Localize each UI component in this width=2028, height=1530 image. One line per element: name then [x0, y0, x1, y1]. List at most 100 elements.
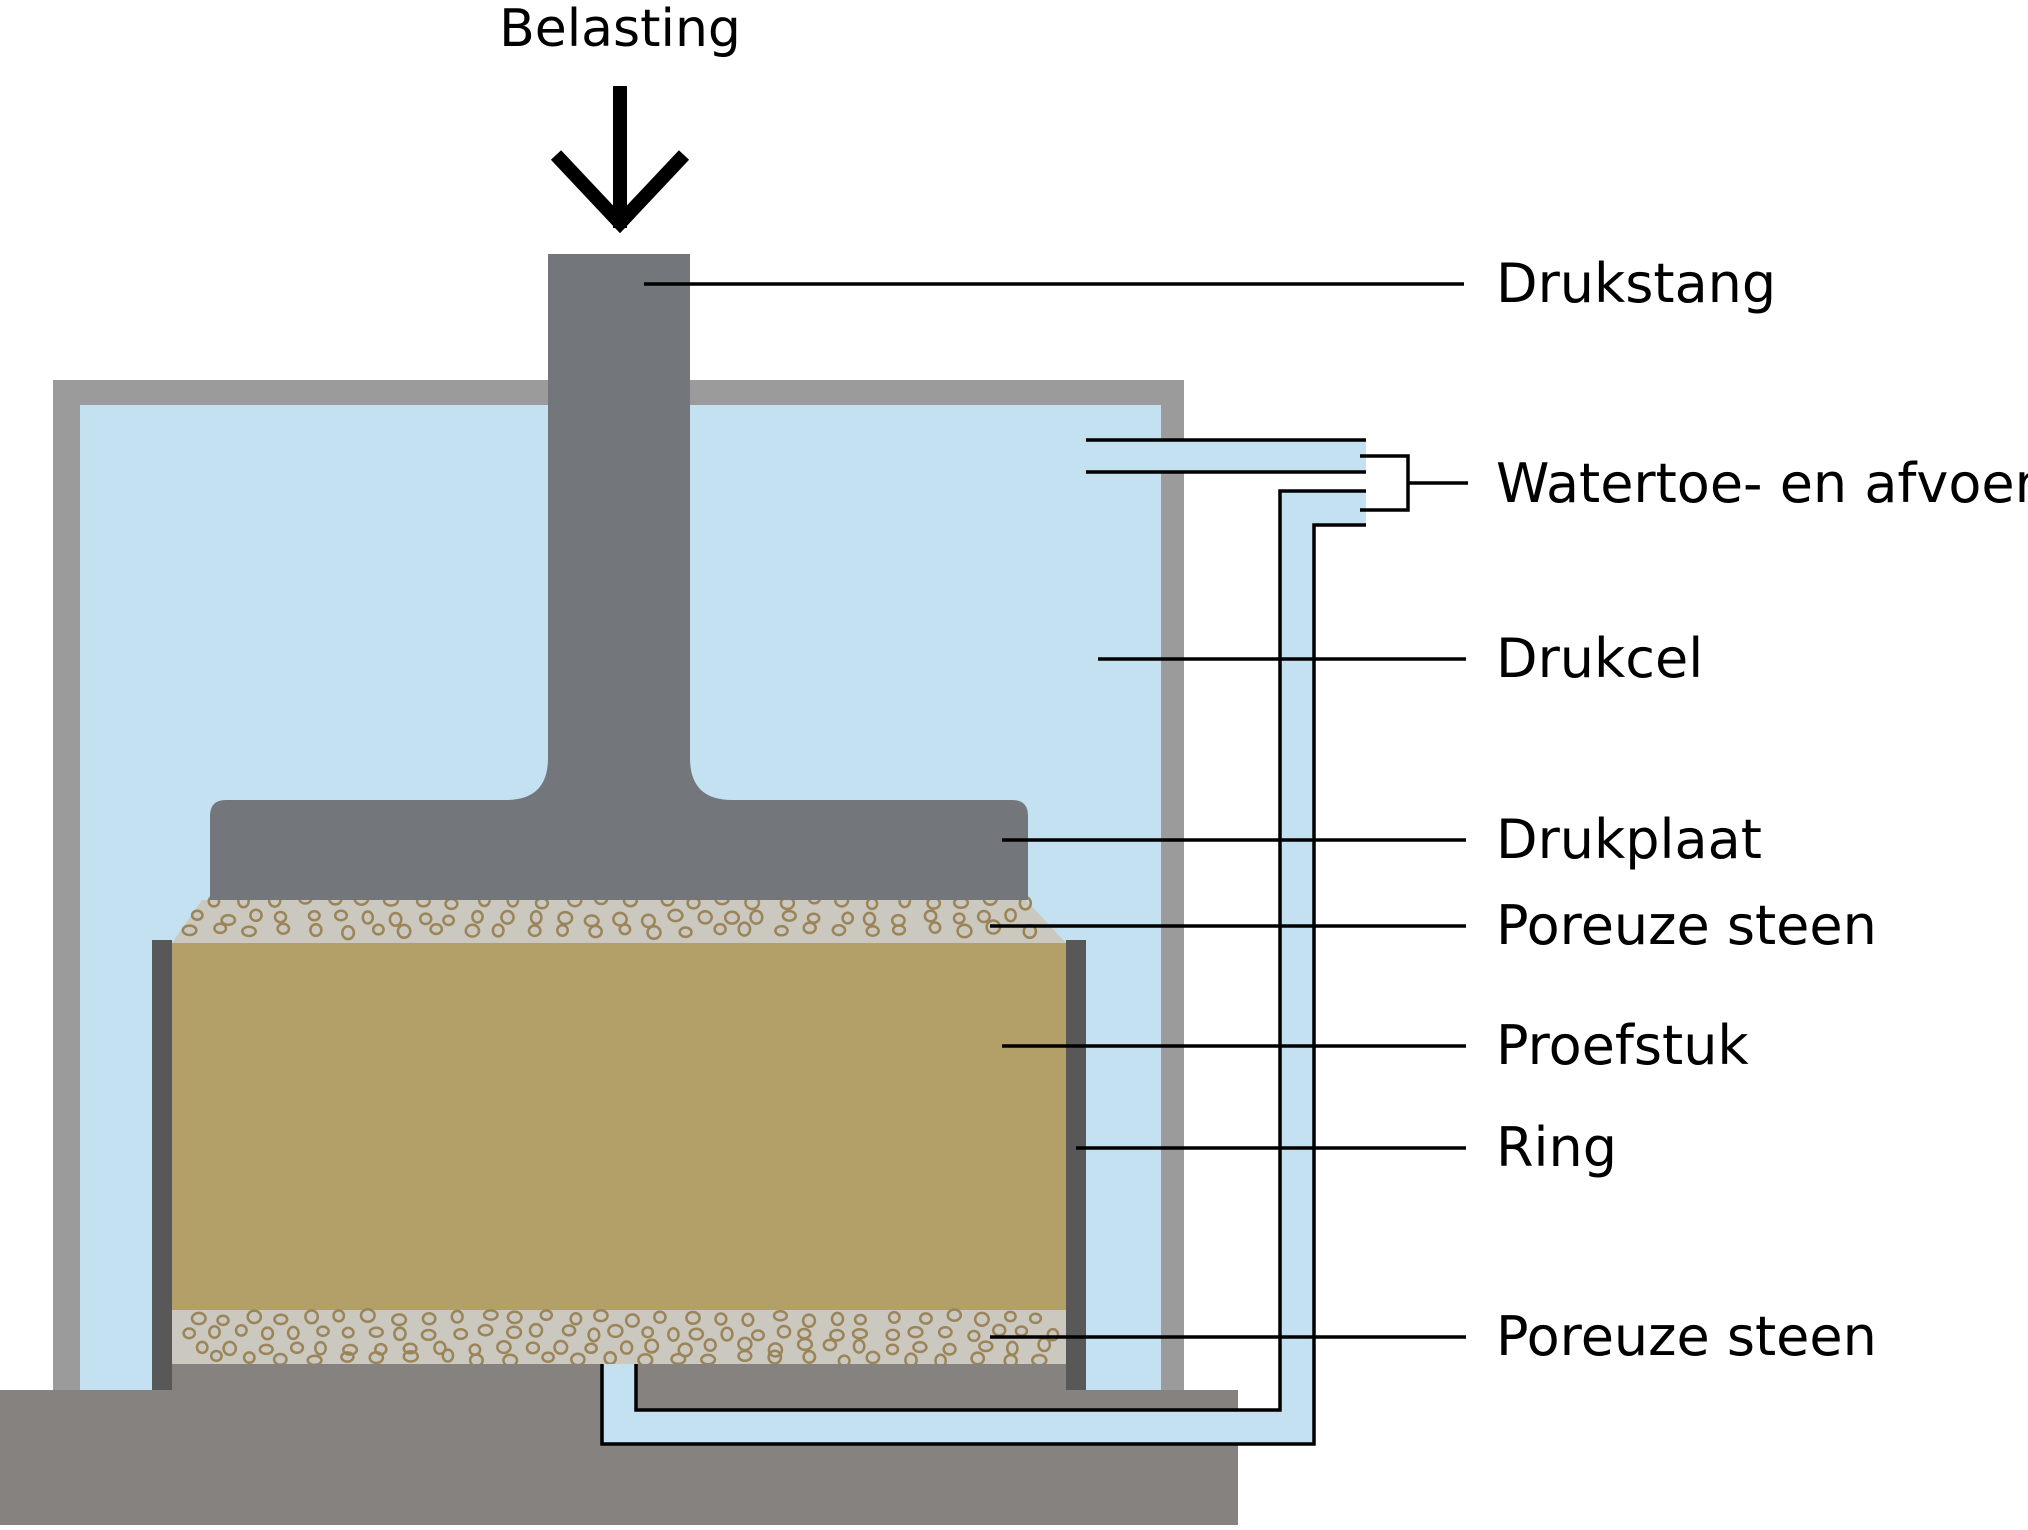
grain-mark	[496, 1340, 512, 1355]
grain-mark	[1028, 1312, 1043, 1325]
grain-mark	[688, 1327, 705, 1341]
grain-mark	[587, 1327, 601, 1343]
grain-mark	[368, 1350, 385, 1365]
grain-mark	[640, 913, 656, 929]
label-drukplaat: Drukplaat	[1496, 808, 1762, 871]
grain-mark	[260, 1326, 275, 1341]
ring-right	[1066, 940, 1086, 1390]
label-ring: Ring	[1496, 1116, 1617, 1179]
grain-mark	[852, 1338, 866, 1354]
grain-mark	[556, 923, 569, 937]
grain-mark	[653, 1310, 667, 1324]
grain-mark	[720, 1326, 734, 1342]
grain-mark	[737, 1349, 753, 1363]
grain-mark	[450, 1309, 464, 1324]
grain-mark	[928, 921, 942, 934]
grain-mark	[865, 925, 880, 937]
grain-mark	[341, 1326, 355, 1339]
grain-mark	[801, 1313, 817, 1329]
grain-mark	[246, 1309, 263, 1325]
grain-mark	[242, 1351, 256, 1365]
grain-mark	[396, 923, 412, 939]
grain-mark	[388, 911, 403, 928]
grain-mark	[697, 909, 713, 925]
grain-mark	[541, 1351, 555, 1364]
grain-mark	[333, 909, 349, 922]
grain-mark	[865, 1350, 881, 1365]
label-drukstang: Drukstang	[1496, 252, 1776, 315]
grain-mark	[830, 1311, 845, 1327]
grain-mark	[978, 1340, 994, 1353]
grain-mark	[491, 923, 505, 938]
grain-mark	[342, 1343, 359, 1356]
grain-mark	[429, 923, 444, 936]
grain-mark	[213, 922, 228, 935]
grain-mark	[776, 1324, 792, 1339]
grain-mark	[506, 1310, 523, 1325]
grain-mark	[276, 922, 291, 935]
grain-mark	[209, 1349, 223, 1363]
grain-mark	[703, 1338, 717, 1353]
piston	[210, 254, 1028, 900]
grain-mark	[1004, 907, 1017, 923]
grain-mark	[641, 1326, 655, 1339]
grain-mark	[667, 908, 684, 923]
grain-mark	[316, 1325, 330, 1338]
grain-mark	[402, 1350, 420, 1363]
grain-mark	[371, 923, 385, 936]
grain-mark	[946, 1308, 963, 1322]
grain-mark	[714, 1312, 728, 1326]
grain-mark	[952, 912, 966, 925]
grain-mark	[309, 922, 323, 938]
grain-mark	[421, 1311, 437, 1326]
load-title: Belasting	[499, 0, 741, 59]
grain-mark	[644, 1338, 660, 1354]
grain-mark	[976, 909, 991, 924]
grain-mark	[182, 1327, 197, 1340]
label-poreuze-steen-bottom: Poreuze steen	[1496, 1305, 1877, 1368]
grain-mark	[332, 1309, 346, 1323]
grain-mark	[482, 1309, 499, 1321]
grain-mark	[685, 1310, 701, 1326]
grain-mark	[802, 921, 817, 935]
grain-mark	[569, 1312, 583, 1326]
grain-mark	[190, 1311, 207, 1326]
grain-mark	[853, 1313, 867, 1326]
grain-mark	[241, 925, 257, 938]
grain-mark	[464, 923, 481, 938]
grain-mark	[603, 1351, 618, 1366]
porous-stone-top	[172, 900, 1066, 943]
grain-mark	[273, 1313, 289, 1326]
drainage-tube-inner-outline	[634, 489, 1366, 1412]
grain-mark	[216, 1314, 230, 1327]
ring-left	[152, 940, 172, 1390]
grain-mark	[774, 924, 789, 937]
label-proefstuk: Proefstuk	[1496, 1014, 1749, 1077]
grain-mark	[918, 1312, 933, 1325]
grain-mark	[402, 1342, 418, 1355]
grain-mark	[749, 909, 764, 925]
grain-mark	[561, 1324, 577, 1337]
grain-mark	[340, 1351, 355, 1363]
grain-mark	[208, 1325, 221, 1339]
grain-mark	[831, 923, 847, 937]
grain-mark	[453, 1327, 469, 1341]
grain-mark	[772, 1310, 789, 1322]
grain-mark	[273, 910, 288, 924]
grain-mark	[767, 1349, 783, 1365]
grain-mark	[500, 909, 515, 925]
grain-mark	[441, 1348, 455, 1363]
grain-mark	[584, 1342, 598, 1355]
grain-mark	[433, 1340, 447, 1356]
grain-mark	[249, 908, 263, 923]
grain-mark	[527, 924, 542, 938]
grain-mark	[737, 921, 752, 937]
drainage-tube	[602, 491, 1366, 1444]
grain-mark	[418, 912, 433, 926]
grain-mark	[796, 1337, 814, 1352]
grain-mark	[750, 1329, 766, 1342]
grain-mark	[802, 1349, 817, 1364]
grain-mark	[368, 1326, 384, 1338]
water-bracket	[1360, 454, 1410, 512]
